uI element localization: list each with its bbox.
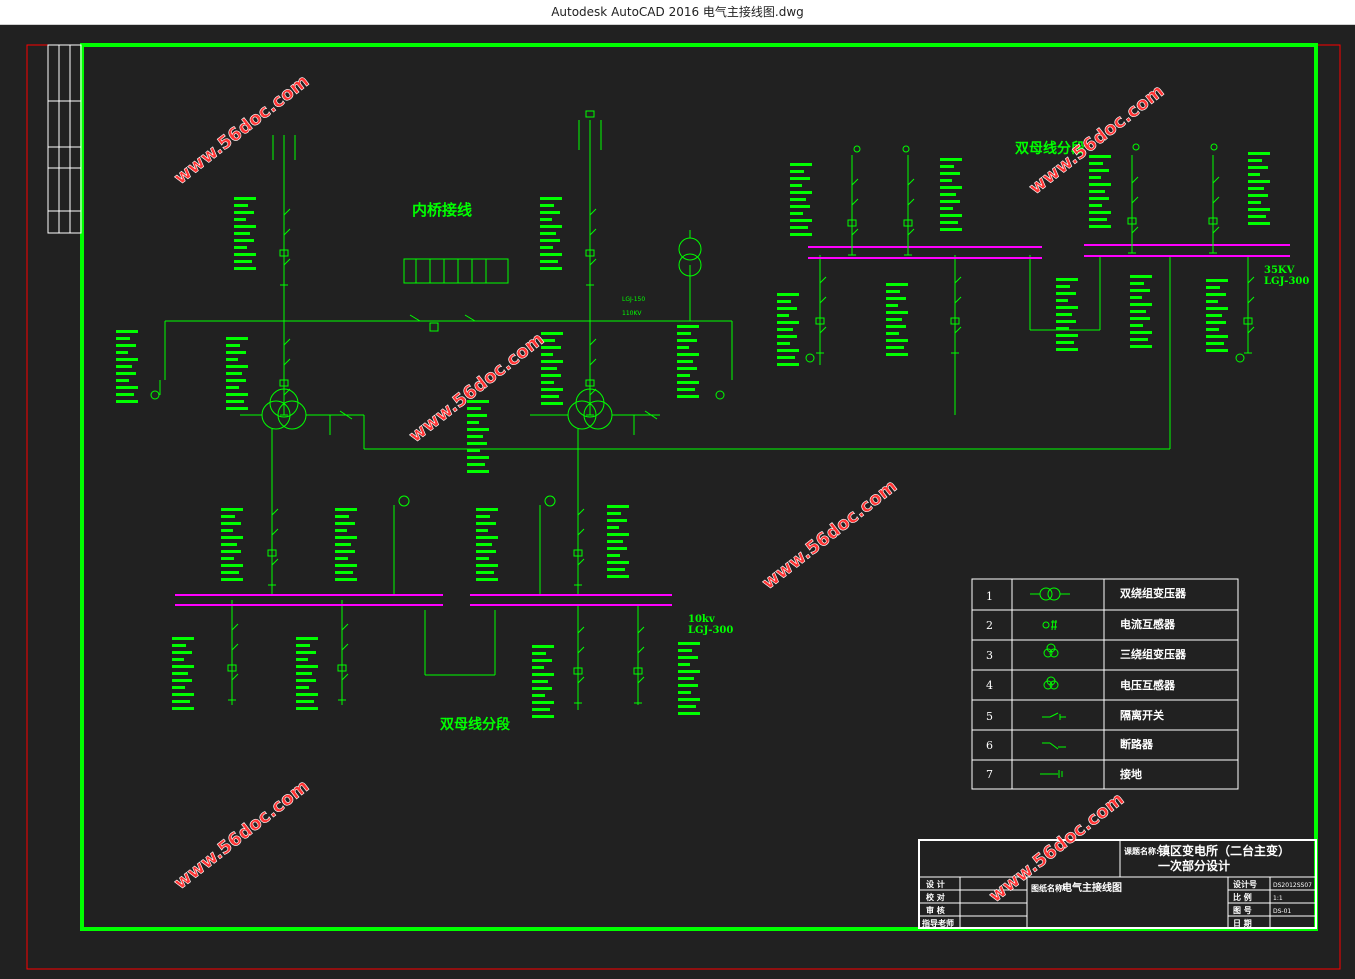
hv-section (150, 110, 1171, 595)
window-titlebar[interactable]: Autodesk AutoCAD 2016 电气主接线图.dwg (0, 0, 1355, 25)
tb-left-label: 指导老师 (922, 918, 954, 928)
label-10kv: 10kv (688, 614, 716, 625)
inner-frame (80, 43, 1318, 931)
legend-num: 1 (986, 590, 993, 603)
legend-table: 1 2 3 4 5 6 7 (971, 578, 1239, 790)
watermark-text: www.56doc.com (758, 476, 901, 594)
legend-num: 3 (986, 649, 993, 662)
legend-num: 7 (986, 768, 993, 781)
circuit-breaker-icon (1042, 742, 1066, 750)
current-transformer-icon (1042, 619, 1057, 631)
label-double-bus-bottom: 双母线分段 (440, 716, 510, 733)
tb-right-value: DS2012SS07 (1273, 882, 1312, 889)
legend-num: 6 (986, 739, 993, 752)
tb-right-value: DS-01 (1273, 908, 1291, 915)
tb-left-label: 校 对 (926, 892, 945, 902)
three-winding-transformer-icon (1043, 643, 1059, 658)
watermark-text: www.56doc.com (170, 776, 313, 894)
label-10kv-line: LGJ-300 (688, 625, 733, 636)
drawing-canvas[interactable]: 内桥接线 双母线分段 双母线分段 35KV LGJ-300 10kv LGJ-3… (0, 25, 1355, 979)
margin-table (47, 44, 82, 234)
watermarks: www.56doc.com www.56doc.com www.56doc.co… (170, 70, 1169, 907)
tb-left-label: 设 计 (926, 879, 945, 889)
legend-label: 电压互感器 (1120, 678, 1176, 692)
legend-label: 断路器 (1120, 737, 1154, 751)
legend-label: 双绕组变压器 (1120, 586, 1187, 600)
tb-right-label: 比 例 (1233, 892, 1252, 902)
outer-frame (26, 44, 1341, 970)
legend-label: 隔离开关 (1120, 708, 1164, 722)
label-35kv-line: LGJ-300 (1264, 276, 1309, 287)
two-winding-transformer-icon (1030, 587, 1070, 601)
window-title: Autodesk AutoCAD 2016 电气主接线图.dwg (551, 5, 804, 19)
title-block (918, 839, 1317, 929)
lv-10kv-section (231, 495, 639, 710)
drawing-name: 电气主接线图 (1062, 881, 1122, 894)
watermark-text: www.56doc.com (170, 71, 313, 189)
legend-label: 三绕组变压器 (1120, 647, 1187, 661)
project-label: 课题名称: (1124, 846, 1159, 856)
bus-35kv (808, 244, 1290, 259)
bridge-rack (403, 258, 509, 284)
disconnect-switch-icon (1042, 712, 1066, 720)
label-double-bus-top: 双母线分段 (1015, 140, 1085, 157)
tb-right-value: 1:1 (1273, 895, 1283, 902)
legend-num: 4 (986, 679, 993, 692)
legend-label: 电流互感器 (1120, 617, 1176, 631)
tb-right-label: 设计号 (1233, 879, 1257, 889)
ground-icon (1040, 770, 1063, 778)
label-35kv: 35KV (1264, 265, 1295, 276)
watermark-text: www.56doc.com (1025, 81, 1168, 199)
label-110kv: 110KV (622, 310, 642, 317)
project-name-line2: 一次部分设计 (1158, 858, 1230, 873)
label-lgj-left: LGJ-150 (622, 296, 645, 303)
tb-right-label: 图 号 (1233, 906, 1252, 915)
drawing-label: 图纸名称: (1031, 883, 1066, 893)
tb-right-label: 日 期 (1233, 918, 1252, 928)
bus-10kv (175, 594, 672, 606)
legend-label: 接地 (1120, 767, 1142, 781)
legend-num: 5 (986, 710, 993, 723)
project-name-line1: 镇区变电所（二台主变） (1158, 843, 1290, 858)
cad-drawing[interactable]: 内桥接线 双母线分段 双母线分段 35KV LGJ-300 10kv LGJ-3… (0, 25, 1355, 979)
label-inner-bridge: 内桥接线 (412, 201, 472, 219)
legend-num: 2 (986, 619, 993, 632)
voltage-transformer-icon (1043, 676, 1059, 690)
tb-left-label: 审 核 (926, 905, 945, 915)
